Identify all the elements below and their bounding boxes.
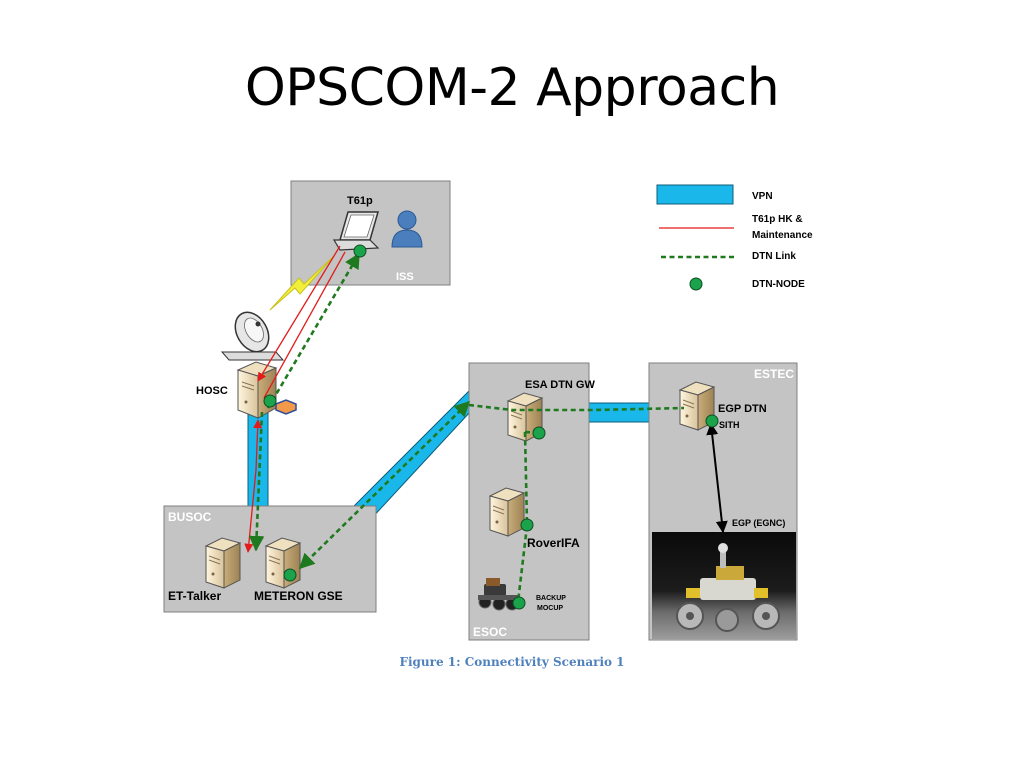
site-label-estec: ESTEC (754, 367, 794, 381)
server-hosc (236, 361, 278, 419)
dtn-node-egp (705, 414, 719, 428)
vpn-link-esoc-estec (587, 402, 651, 423)
dtn-node-hosc (263, 394, 277, 408)
legend-hk-label-2: Maintenance (752, 230, 813, 241)
site-label-busoc: BUSOC (168, 510, 212, 524)
legend-vpn-swatch (656, 184, 734, 205)
site-label-iss: ISS (396, 271, 414, 283)
label-rover-ifa: RoverIFA (527, 536, 580, 550)
dtn-node-t61p (353, 244, 367, 258)
hk-link-t61p-hosc (257, 245, 341, 382)
dtn-link-hosc-meteron (248, 411, 265, 552)
server-egp-dtn (678, 381, 716, 431)
dtn-node-meteron (283, 568, 297, 582)
server-et-talker (204, 537, 242, 589)
dtn-node-esa-gw (532, 426, 546, 440)
dtn-link-meteron-esa-gw (298, 400, 471, 570)
egp-egnc-link (706, 422, 728, 534)
dtn-link-hosc-t61p (266, 252, 361, 409)
router-icon (275, 399, 297, 415)
hk-maintenance-links (244, 245, 346, 553)
label-backup: BACKUP (536, 595, 566, 602)
laptop-icon (332, 211, 380, 251)
dtn-node-mocup (512, 596, 526, 610)
slide-title: OPSCOM-2 Approach (244, 58, 780, 118)
legend-vpn-label: VPN (752, 191, 773, 202)
label-egp-egnc: EGP (EGNC) (732, 518, 785, 528)
dtn-link-roverifa-mocup (516, 525, 529, 603)
satellite-dish-icon (220, 311, 285, 361)
figure-caption: Figure 1: Connectivity Scenario 1 (399, 655, 625, 669)
user-icon (391, 210, 423, 248)
legend-dtn-node-swatch (689, 277, 703, 291)
hk-link-hosc-busoc (244, 419, 263, 553)
label-sith: SITH (719, 420, 740, 430)
legend-dtn-node-label: DTN-NODE (752, 279, 805, 290)
dtn-node-roverifa (520, 518, 534, 532)
node-labels: T61p HOSC ET-Talker METERON GSE ESA DTN … (168, 195, 785, 612)
label-meteron-gse: METERON GSE (254, 589, 343, 603)
label-t61p: T61p (347, 195, 373, 207)
label-esa-dtn-gw: ESA DTN GW (525, 379, 595, 391)
lightning-bolt-icon (269, 255, 335, 311)
legend-dtn-link-label: DTN Link (752, 251, 796, 262)
label-hosc: HOSC (196, 385, 228, 397)
dtn-link-gw-egp (468, 403, 685, 412)
server-rover-ifa (488, 487, 526, 537)
legend-hk-label-1: T61p HK & (752, 214, 803, 225)
dtn-link-gw-roverifa (523, 431, 529, 525)
server-meteron-gse (264, 537, 302, 589)
site-label-esoc: ESOC (473, 625, 507, 639)
label-mocup: MOCUP (537, 605, 563, 612)
rover-photo (652, 532, 796, 639)
dtn-nodes (263, 244, 719, 610)
label-et-talker: ET-Talker (168, 589, 221, 603)
dtn-links (248, 252, 685, 603)
label-egp-dtn: EGP DTN (718, 403, 767, 415)
hk-link-hosc-t61p-return (263, 251, 346, 399)
legend: VPN T61p HK & Maintenance DTN Link DTN-N… (656, 184, 813, 291)
